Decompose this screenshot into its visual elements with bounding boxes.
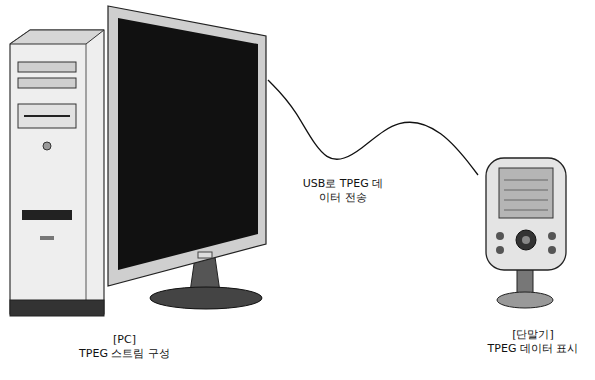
device-dial-center [522, 236, 530, 244]
disc-slot [24, 115, 70, 117]
cable-label: USB로 TPEG 데이터 전송 [298, 176, 388, 206]
drive-bay [18, 104, 76, 128]
screen-line [504, 180, 548, 181]
node-caption: [단말기] [510, 328, 556, 342]
screen-line [504, 190, 548, 191]
pc-tower [10, 30, 104, 316]
node-caption: [PC] [111, 333, 138, 347]
terminal-device [486, 158, 566, 308]
device-button [496, 232, 504, 240]
power-button [43, 142, 51, 150]
monitor-base [150, 287, 262, 309]
terminal-node: [단말기]TPEG 데이터 표시 [478, 150, 588, 360]
usb-cable [268, 80, 478, 175]
monitor-screen [118, 18, 258, 270]
node-caption: TPEG 데이터 표시 [486, 342, 581, 356]
device-body [486, 158, 566, 270]
device-dial [516, 230, 536, 250]
monitor-frame [108, 6, 266, 286]
drive-bay [18, 78, 76, 88]
device-stand-base [497, 292, 553, 308]
drive-bay [18, 62, 76, 72]
usb-port [198, 252, 212, 258]
tower-base [10, 300, 104, 316]
device-button [496, 246, 504, 254]
device-button [548, 232, 556, 240]
front-slot [22, 210, 72, 220]
device-button [548, 246, 556, 254]
screen-line [504, 210, 548, 211]
tower-top [10, 30, 104, 44]
front-port [40, 236, 54, 240]
pc-node: [PC]TPEG 스트림 구성 [5, 5, 268, 365]
tower-edge [86, 44, 87, 314]
tower-body [10, 30, 104, 314]
screen-line [504, 200, 548, 201]
pc-monitor [108, 6, 266, 309]
node-caption: TPEG 스트림 구성 [77, 347, 172, 361]
device-screen [499, 168, 553, 218]
